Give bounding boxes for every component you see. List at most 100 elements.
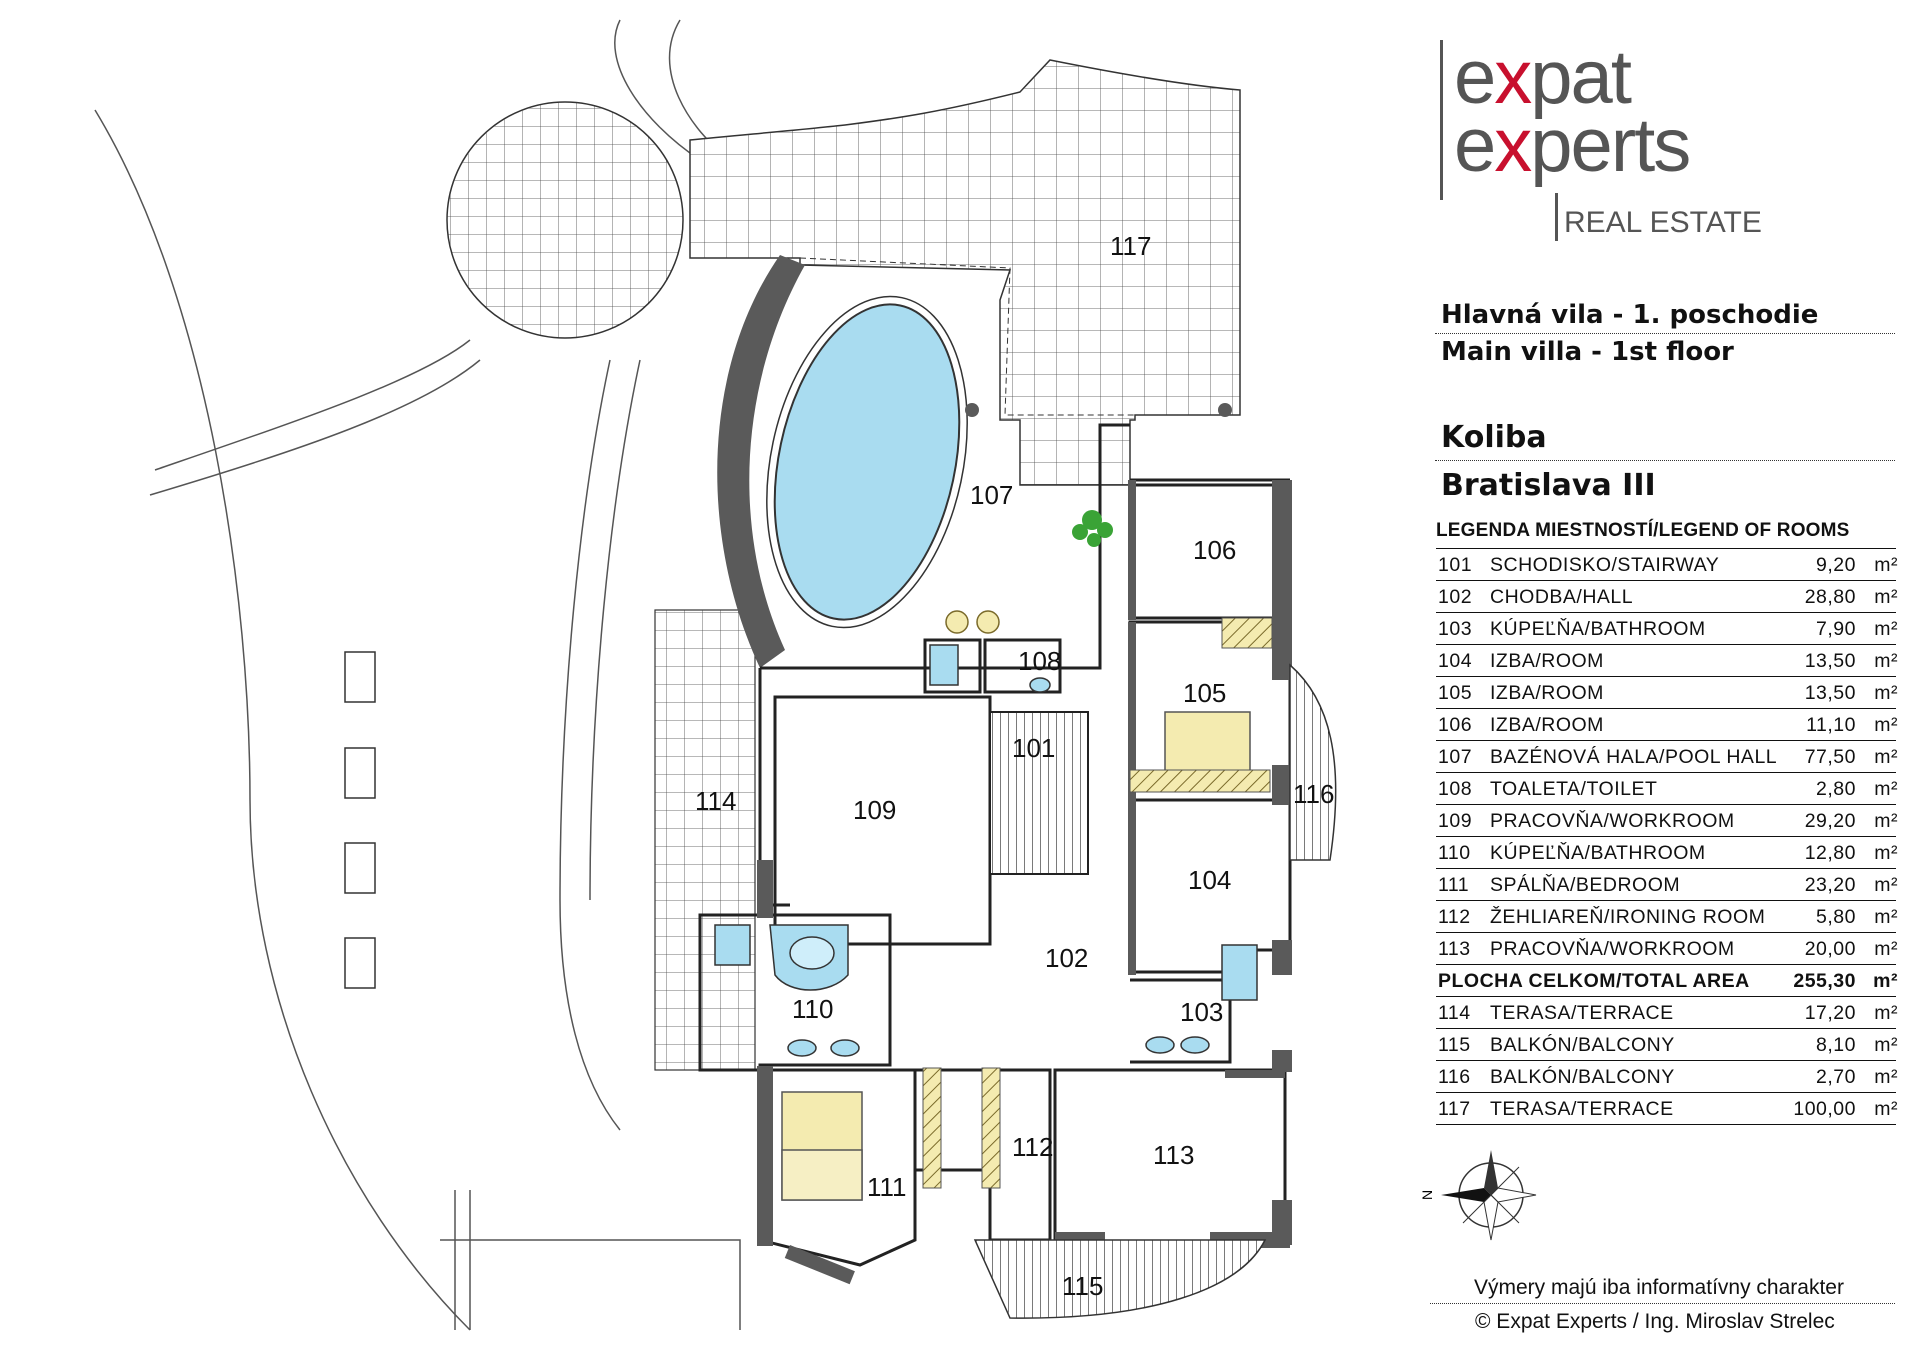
legend-room-area: 13,50 <box>1804 682 1856 704</box>
label-111: 111 <box>867 1172 907 1202</box>
legend-unit: m² <box>1874 1066 1898 1088</box>
legend-room-name: PRACOVŇA/WORKROOM <box>1490 938 1735 960</box>
legend-unit: m² <box>1874 810 1898 832</box>
legend-room-name: TOALETA/TOILET <box>1490 778 1658 800</box>
location-area: Koliba <box>1441 420 1547 455</box>
legend-room-name: BALKÓN/BALCONY <box>1490 1034 1675 1056</box>
legend-unit: m² <box>1873 970 1898 992</box>
label-110: 110 <box>792 994 833 1024</box>
legend-room-number: 107 <box>1438 746 1473 768</box>
legend-room-area: 2,70 <box>1816 1066 1856 1088</box>
legend-room-area: 20,00 <box>1804 938 1856 960</box>
legend-room-name: SPÁLŇA/BEDROOM <box>1490 874 1681 896</box>
legend-room-number: 112 <box>1438 906 1471 928</box>
balcony-115 <box>973 1239 1267 1319</box>
thick-walls <box>757 480 1292 1285</box>
legend-unit: m² <box>1874 1034 1898 1056</box>
plan-title-sk: Hlavná vila - 1. poschodie <box>1441 300 1819 330</box>
legend-room-area: 11,10 <box>1806 714 1856 736</box>
terrace-117 <box>689 59 1241 486</box>
legend-room-area: 8,10 <box>1816 1034 1856 1056</box>
brand-tagline: REAL ESTATE <box>1564 206 1762 239</box>
legend-unit: m² <box>1874 1098 1898 1120</box>
legend-unit: m² <box>1874 938 1898 960</box>
disclaimer-text: Výmery majú iba informatívny charakter <box>1474 1276 1844 1299</box>
legend-room-name: TERASA/TERRACE <box>1490 1002 1674 1024</box>
legend-unit: m² <box>1874 618 1898 640</box>
legend-room-number: 102 <box>1438 586 1473 608</box>
pool-hall-wall <box>717 255 805 668</box>
legend-unit: m² <box>1874 842 1898 864</box>
legend-room-name: CHODBA/HALL <box>1490 586 1634 608</box>
legend-room-number: 116 <box>1438 1066 1471 1088</box>
legend-row: 116 BALKÓN/BALCONY 2,70 m² <box>1436 1060 1898 1092</box>
legend-room-area: 13,50 <box>1804 650 1856 672</box>
room-labels: 101 102 103 104 105 106 107 108 109 110 … <box>695 231 1334 1301</box>
label-106: 106 <box>1193 535 1236 565</box>
legend-unit: m² <box>1874 778 1898 800</box>
legend-room-area: 7,90 <box>1816 618 1856 640</box>
legend-room-number: 105 <box>1438 682 1473 704</box>
legend-unit: m² <box>1874 746 1898 768</box>
label-117: 117 <box>1110 231 1151 261</box>
label-105: 105 <box>1183 678 1226 708</box>
legend-room-number: 109 <box>1438 810 1473 832</box>
legend-room-name: BAZÉNOVÁ HALA/POOL HALL <box>1490 746 1778 768</box>
plan-title-en: Main villa - 1st floor <box>1441 337 1734 367</box>
label-103: 103 <box>1180 997 1223 1027</box>
legend-row: 109 PRACOVŇA/WORKROOM 29,20 m² <box>1436 804 1898 836</box>
location-district: Bratislava III <box>1441 468 1656 503</box>
beds <box>781 617 1273 1201</box>
label-112: 112 <box>1012 1132 1053 1162</box>
legend-row: 115 BALKÓN/BALCONY 8,10 m² <box>1436 1028 1898 1060</box>
legend-room-name: KÚPEĽŇA/BATHROOM <box>1490 618 1706 640</box>
legend-room-name: PRACOVŇA/WORKROOM <box>1490 810 1735 832</box>
legend-heading: LEGENDA MIESTNOSTÍ/LEGEND OF ROOMS <box>1436 520 1850 541</box>
terrace-114 <box>654 609 756 1071</box>
legend-room-name: SCHODISKO/STAIRWAY <box>1490 554 1720 576</box>
landscape-lines <box>94 19 741 1331</box>
label-113: 113 <box>1153 1140 1194 1170</box>
legend-room-area: 9,20 <box>1816 554 1856 576</box>
legend-room-name: ŽEHLIAREŇ/IRONING ROOM <box>1490 906 1766 928</box>
plant-icon <box>1072 510 1113 547</box>
legend-room-number: 114 <box>1438 1002 1471 1024</box>
legend-unit: m² <box>1874 874 1898 896</box>
legend-room-name: IZBA/ROOM <box>1490 682 1604 704</box>
legend-unit: m² <box>1874 586 1898 608</box>
label-108: 108 <box>1018 646 1061 676</box>
label-102: 102 <box>1045 943 1088 973</box>
label-104: 104 <box>1188 865 1231 895</box>
legend-room-number: 110 <box>1438 842 1471 864</box>
legend-room-area: 17,20 <box>1804 1002 1856 1024</box>
legend-room-number: 113 <box>1438 938 1471 960</box>
legend-unit: m² <box>1874 906 1898 928</box>
legend-room-name: IZBA/ROOM <box>1490 650 1604 672</box>
label-115: 115 <box>1062 1271 1103 1301</box>
label-107: 107 <box>970 480 1013 510</box>
legend-room-number: 115 <box>1438 1034 1471 1056</box>
compass-icon: N <box>1419 1150 1537 1241</box>
legend-room-name: PLOCHA CELKOM/TOTAL AREA <box>1438 970 1750 992</box>
legend-room-name: KÚPEĽŇA/BATHROOM <box>1490 842 1706 864</box>
legend-room-area: 77,50 <box>1804 746 1856 768</box>
label-101: 101 <box>1012 733 1055 763</box>
legend-room-area: 28,80 <box>1804 586 1856 608</box>
legend-room-name: BALKÓN/BALCONY <box>1490 1066 1675 1088</box>
garden-blocks <box>344 651 376 989</box>
legend-room-area: 29,20 <box>1804 810 1856 832</box>
legend-unit: m² <box>1874 682 1898 704</box>
pool-chairs <box>945 610 1000 634</box>
label-109: 109 <box>853 795 896 825</box>
brand-word-experts: experts <box>1454 103 1691 188</box>
bath-fixtures <box>714 644 1258 1057</box>
